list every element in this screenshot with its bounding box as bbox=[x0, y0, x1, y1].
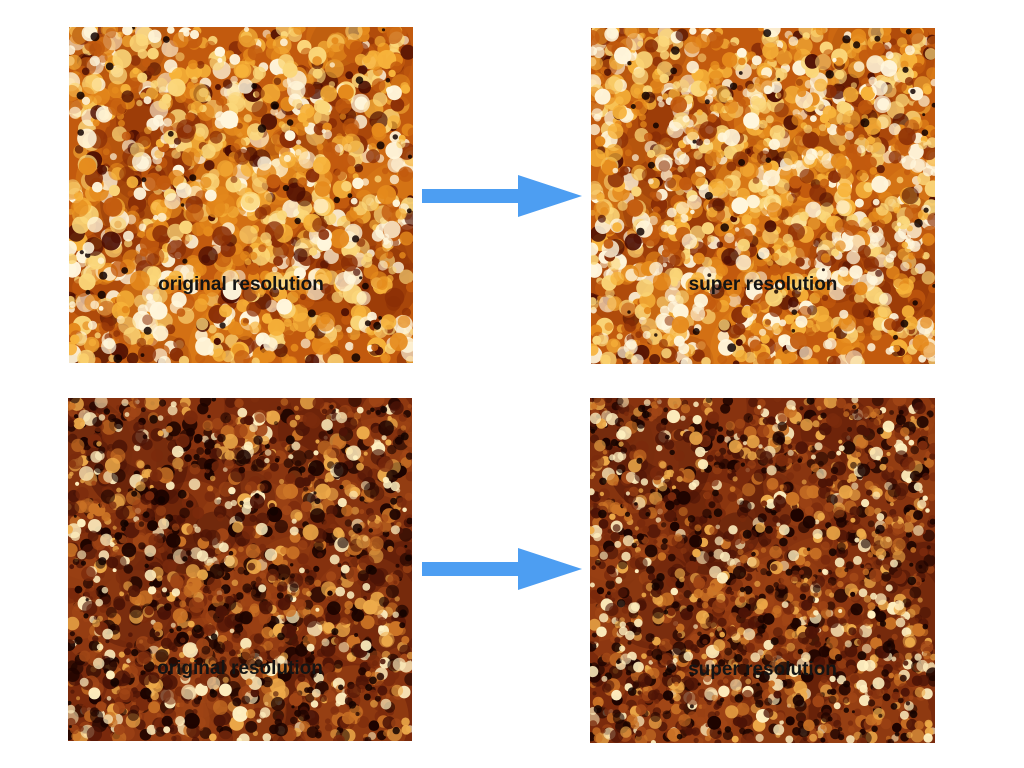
right-arrow-icon bbox=[422, 548, 582, 590]
caption-top-original: original resolution bbox=[158, 274, 324, 295]
afm-image-bottom-original: original resolution bbox=[68, 398, 412, 741]
caption-top-super: super resolution bbox=[688, 274, 838, 295]
afm-texture-bottom-original bbox=[68, 398, 412, 741]
afm-image-bottom-super: super resolution bbox=[590, 398, 935, 743]
afm-texture-top-original bbox=[69, 27, 413, 363]
afm-texture-bottom-super bbox=[590, 398, 935, 743]
right-arrow-icon bbox=[422, 175, 582, 217]
afm-texture-top-super bbox=[591, 28, 935, 364]
arrow-bottom bbox=[422, 548, 584, 592]
afm-image-top-original: original resolution bbox=[69, 27, 413, 363]
caption-bottom-super: super resolution bbox=[688, 659, 837, 680]
arrow-top bbox=[422, 175, 584, 219]
afm-image-top-super: super resolution bbox=[591, 28, 935, 364]
caption-bottom-original: original resolution bbox=[157, 658, 323, 679]
